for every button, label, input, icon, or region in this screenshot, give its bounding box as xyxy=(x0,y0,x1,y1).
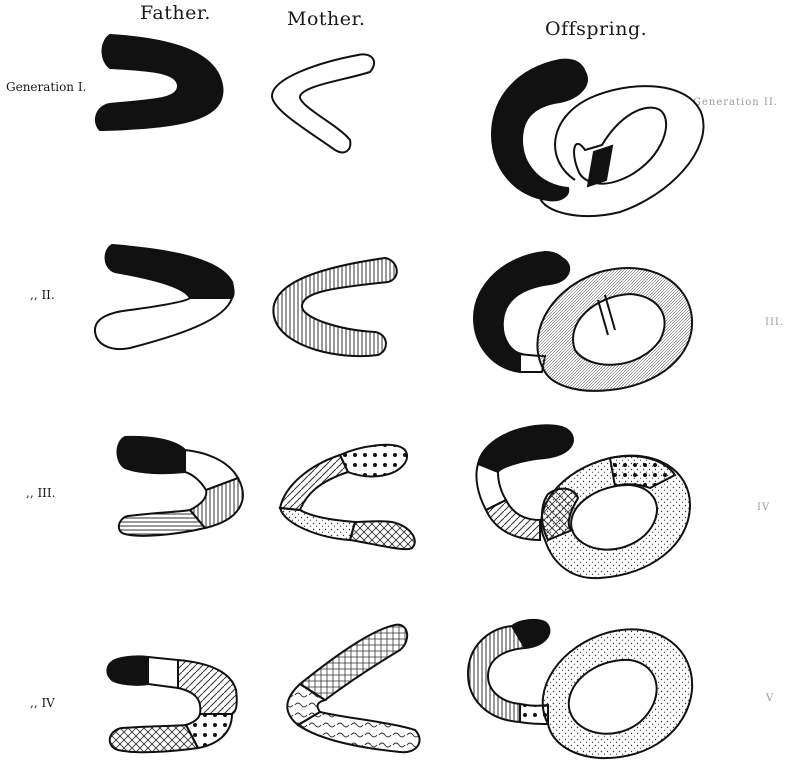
mother-gen3-upper xyxy=(280,455,348,510)
father-gen4-head xyxy=(107,656,148,684)
father-gen3-head xyxy=(118,437,186,473)
mother-gen3-tail xyxy=(350,521,415,549)
father-gen3-tail xyxy=(119,510,205,536)
mother-gen1-worm xyxy=(272,54,374,152)
mother-gen2-worm xyxy=(273,258,396,356)
father-gen4-white xyxy=(148,657,178,688)
offspring-gen3-head xyxy=(478,425,573,472)
father-gen2-worm-white xyxy=(95,298,232,349)
mother-gen4-upper xyxy=(300,625,407,700)
father-gen4-tail xyxy=(110,725,198,752)
father-gen1-worm xyxy=(96,35,223,130)
mother-gen3-head xyxy=(340,445,407,477)
offspring-gen4-upper xyxy=(468,626,525,722)
mother-gen3-lower xyxy=(280,508,355,540)
father-gen2-worm-black xyxy=(106,245,234,298)
offspring-gen3-tail xyxy=(486,500,540,540)
father-gen4-bend xyxy=(178,660,237,714)
mother-gen4-lower xyxy=(298,712,420,752)
offspring-gen4-ring xyxy=(543,629,692,758)
offspring-gen1-worm-b xyxy=(574,108,666,184)
